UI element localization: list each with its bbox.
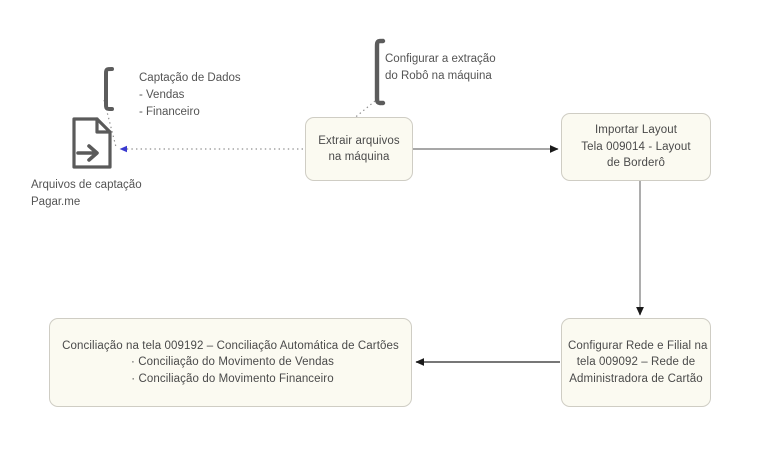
node-line: tela 009092 – Rede de [576, 356, 696, 369]
annotation-line: do Robô na máquina [385, 70, 492, 82]
node-line: · Conciliação do Movimento Financeiro [131, 372, 334, 385]
left-bracket-icon [374, 38, 386, 106]
source-label: Arquivos de captação Pagar.me [31, 177, 142, 211]
annotation-line: Configurar a extração [385, 53, 496, 65]
node-line: na máquina [328, 151, 390, 163]
left-bracket-icon [104, 67, 114, 111]
annotation-line: - Financeiro [139, 106, 200, 118]
source-label-line1: Arquivos de captação [31, 179, 142, 191]
node-configurar-rede-filial[interactable]: Configurar Rede e Filial na tela 009092 … [561, 318, 711, 407]
annotation-captacao-de-dados: Captação de Dados - Vendas - Financeiro [139, 70, 241, 121]
node-line: · Conciliação do Movimento de Vendas [130, 356, 335, 369]
node-importar-layout[interactable]: Importar Layout Tela 009014 - Layout de … [561, 113, 711, 181]
annotation-configurar-extracao-robo: Configurar a extração do Robô na máquina [385, 51, 496, 85]
node-conciliacao-automatica[interactable]: Conciliação na tela 009192 – Conciliação… [49, 318, 412, 407]
node-extrair-arquivos[interactable]: Extrair arquivos na máquina [305, 117, 413, 181]
node-line: Administradora de Cartão [569, 372, 703, 385]
node-line: Importar Layout [594, 124, 678, 137]
node-line: Extrair arquivos [318, 134, 400, 147]
source-label-line2: Pagar.me [31, 196, 81, 208]
annotation-line: - Vendas [139, 89, 185, 101]
node-line: de Borderô [607, 157, 665, 170]
annotation-line: Captação de Dados [139, 72, 241, 84]
node-line: Tela 009014 - Layout [581, 140, 691, 153]
node-line: Configurar Rede e Filial na [568, 339, 708, 352]
document-with-arrow-icon [72, 117, 112, 169]
node-line: Conciliação na tela 009192 – Conciliação… [62, 339, 399, 352]
